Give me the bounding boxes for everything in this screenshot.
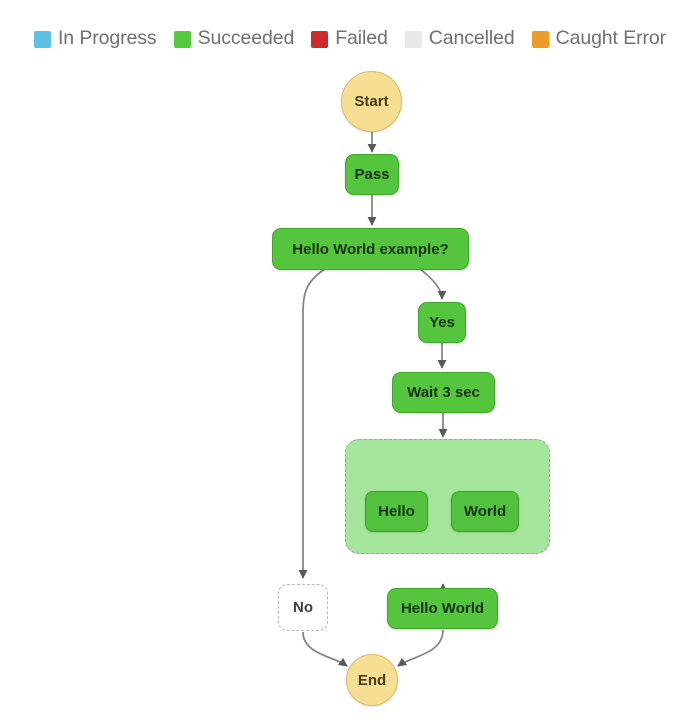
legend-label-cancelled: Cancelled [428, 27, 515, 50]
edge-no-end [302, 631, 348, 667]
failed-swatch-icon [311, 30, 329, 48]
legend-item-cancelled: Cancelled [404, 27, 515, 50]
caught-error-swatch-icon [531, 30, 549, 48]
node-label-hello-world: Hello World [400, 600, 485, 617]
workflow-graph[interactable]: Start Pass Hello World example? Yes Wait… [0, 54, 700, 722]
node-label-start: Start [354, 93, 389, 110]
node-label-yes: Yes [429, 314, 455, 331]
node-hello-world-example-choice[interactable]: Hello World example? [272, 228, 469, 270]
legend-label-succeeded: Succeeded [197, 27, 295, 50]
node-yes[interactable]: Yes [418, 302, 466, 343]
succeeded-swatch-icon [173, 30, 191, 48]
edge-choice-yes [419, 268, 447, 300]
node-pass[interactable]: Pass [345, 154, 399, 195]
node-no[interactable]: No [278, 584, 328, 631]
edge-choice-no [298, 268, 326, 579]
node-start[interactable]: Start [341, 71, 402, 132]
in-progress-swatch-icon [33, 30, 51, 48]
node-label-world: World [463, 503, 507, 520]
legend-label-caught-error: Caught Error [555, 27, 667, 50]
cancelled-swatch-icon [404, 30, 422, 48]
node-label-wait: Wait 3 sec [407, 384, 480, 401]
legend-item-in-progress: In Progress [33, 27, 157, 50]
node-label-end: End [357, 671, 387, 689]
legend-label-in-progress: In Progress [57, 27, 157, 50]
node-hello[interactable]: Hello [365, 491, 428, 532]
node-label-no: No [293, 599, 313, 616]
node-label-hello: Hello [378, 503, 415, 520]
legend-item-succeeded: Succeeded [173, 27, 295, 50]
status-legend: In Progress Succeeded Failed Cancelled C… [0, 24, 700, 54]
legend-label-failed: Failed [335, 27, 388, 50]
node-end[interactable]: End [346, 654, 398, 706]
node-world[interactable]: World [451, 491, 519, 532]
node-label-pass: Pass [354, 166, 390, 183]
legend-item-caught-error: Caught Error [531, 27, 667, 50]
edge-helloworld-end [397, 629, 444, 667]
legend-item-failed: Failed [311, 29, 388, 49]
node-label-choice: Hello World example? [292, 240, 449, 258]
node-wait-3-sec[interactable]: Wait 3 sec [392, 372, 495, 413]
node-hello-world[interactable]: Hello World [387, 588, 498, 629]
